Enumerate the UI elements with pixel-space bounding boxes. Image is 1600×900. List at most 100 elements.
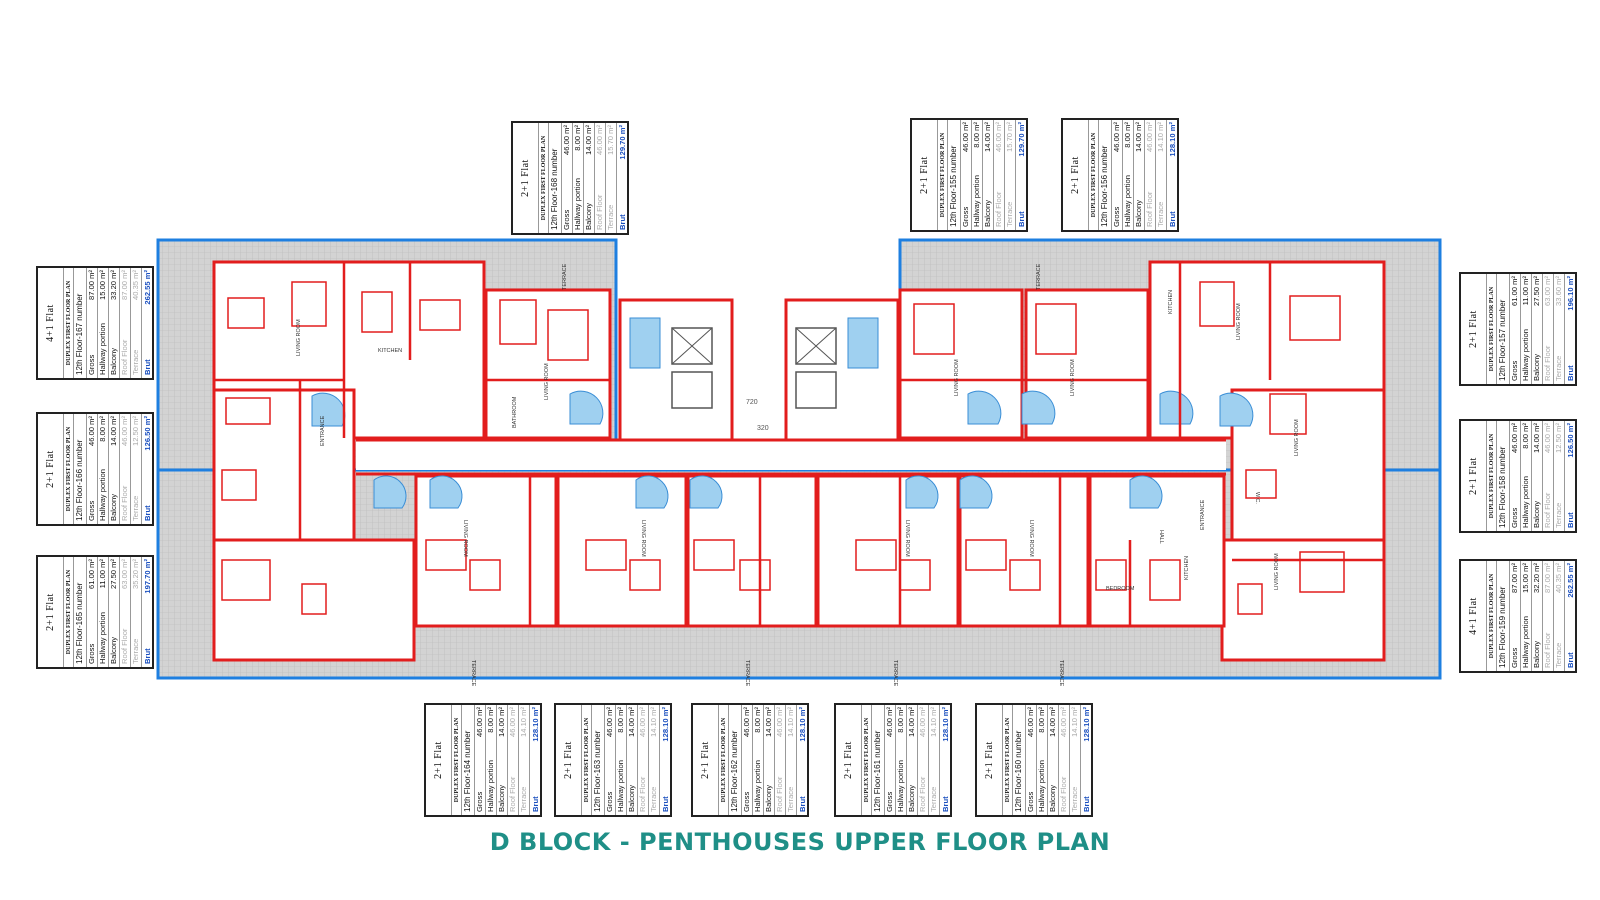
gross-value: 46.00 m² [1510,423,1520,453]
terrace-label: Terrace [1070,786,1080,812]
hallway-value: 8.00 m² [896,707,906,733]
unit-type: 4+1 Flat [1461,561,1487,671]
unit-155-interior [898,288,1024,440]
roof-row: Roof Floor 46.00 m² [508,705,519,815]
room-label-terrace-3: TERRACE [470,660,476,687]
hallway-value: 11.00 m² [1521,276,1531,306]
unit-subtitle: DUPLEX FIRST FLOOR PLAN [1003,705,1013,815]
unit-type: 2+1 Flat [836,705,862,815]
roof-label: Roof Floor [120,628,130,664]
hallway-label: Hallway portion [1123,175,1133,227]
unit-type: 2+1 Flat [977,705,1003,815]
balcony-label: Balcony [497,784,507,812]
gross-label: Gross [742,791,752,812]
brut-label: Brut [143,505,153,521]
terrace-label: Terrace [1554,502,1564,528]
gross-label: Gross [87,643,97,664]
brut-value: 128.10 m² [1082,707,1092,742]
gross-label: Gross [1112,206,1122,227]
terrace-value: 14.10 m² [929,707,939,737]
gross-value: 61.00 m² [87,559,97,589]
hallway-label: Hallway portion [98,469,108,521]
balcony-label: Balcony [983,199,993,227]
balcony-value: 32.20 m² [1532,563,1542,593]
gross-label: Gross [1026,791,1036,812]
gross-value: 46.00 m² [605,707,615,737]
hallway-label: Hallway portion [753,760,763,812]
unit-type: 2+1 Flat [1461,421,1487,531]
room-label-living: LIVING ROOM [296,319,302,356]
roof-label: Roof Floor [1543,345,1553,381]
roof-label: Roof Floor [994,191,1004,227]
brut-value: 129.70 m² [618,125,628,160]
gross-value: 46.00 m² [961,122,971,152]
balcony-value: 27.50 m² [1532,276,1542,306]
brut-value: 126.50 m² [1566,423,1576,458]
roof-label: Roof Floor [1059,776,1069,812]
terrace-value: 12.50 m² [1554,423,1564,453]
roof-value: 46.00 m² [508,707,518,737]
hallway-row: Hallway portion 8.00 m² [753,705,764,815]
unit-floor: 12th Floor-156 number [1099,120,1112,230]
room-label-entrance: ENTRANCE [320,415,326,446]
room-label-bedroom: BEDROOM [1106,586,1135,592]
gross-value: 46.00 m² [475,707,485,737]
roof-label: Roof Floor [508,776,518,812]
hallway-value: 8.00 m² [753,707,763,733]
hallway-value: 8.00 m² [98,416,108,442]
brut-value: 128.10 m² [531,707,541,742]
gross-label: Gross [605,791,615,812]
balcony-value: 14.00 m² [1532,423,1542,453]
balcony-value: 14.00 m² [983,122,993,152]
hallway-label: Hallway portion [896,760,906,812]
unit-subtitle: DUPLEX FIRST FLOOR PLAN [862,705,872,815]
unit-floor: 12th Floor-165 number [74,557,87,667]
balcony-value: 14.00 m² [1134,122,1144,152]
terrace-value: 40.35 m² [1554,563,1564,593]
corridor-dimension: 320 [757,425,769,432]
roof-value: 46.00 m² [775,707,785,737]
roof-label: Roof Floor [1543,492,1553,528]
balcony-label: Balcony [1532,500,1542,528]
hallway-value: 8.00 m² [616,707,626,733]
room-label-living-6: LIVING ROOM [1294,419,1300,456]
roof-value: 46.00 m² [1059,707,1069,737]
room-label-hall: HALL [1158,530,1164,544]
terrace-value: 14.10 m² [1156,122,1166,152]
terrace-value: 15.70 m² [606,125,616,155]
brut-value: 128.10 m² [1168,122,1178,157]
unit-subtitle: DUPLEX FIRST FLOOR PLAN [539,123,549,233]
balcony-value: 14.00 m² [109,416,119,446]
gross-label: Gross [562,209,572,230]
balcony-label: Balcony [1048,784,1058,812]
